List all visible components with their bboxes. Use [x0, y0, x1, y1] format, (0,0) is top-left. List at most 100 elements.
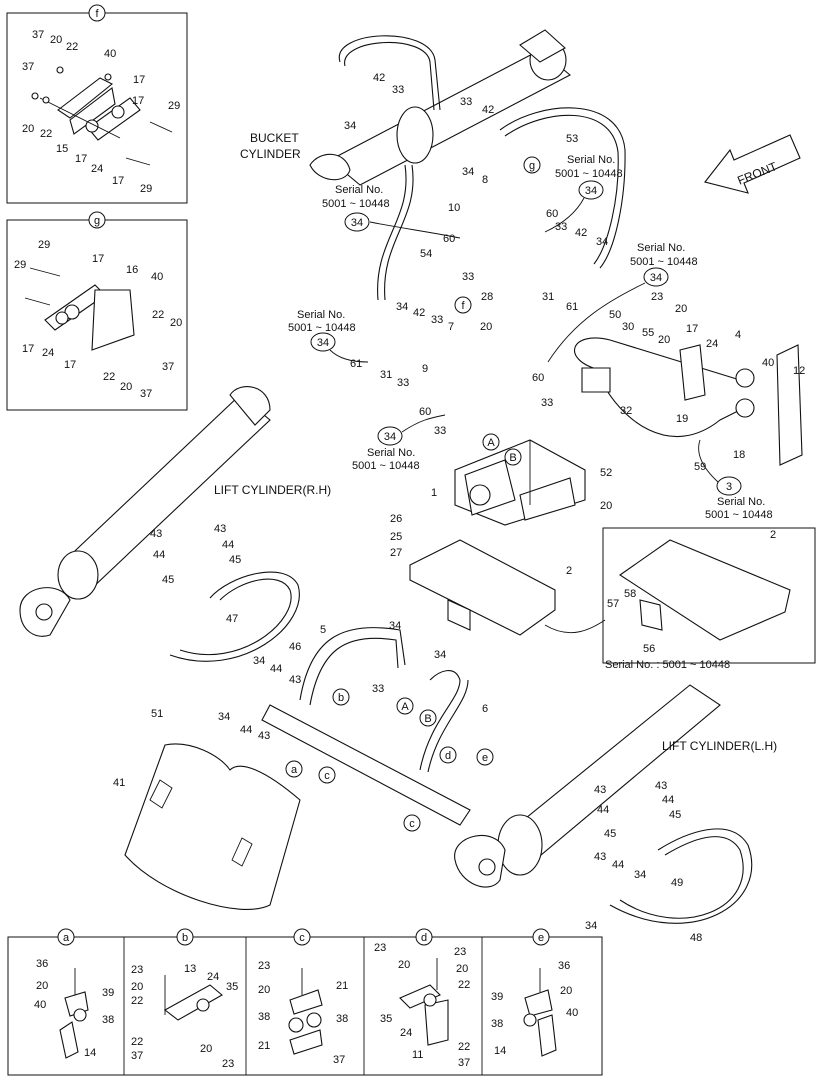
crossbar: [261, 704, 471, 826]
svg-text:20: 20: [600, 500, 612, 512]
svg-text:25: 25: [390, 531, 402, 543]
svg-text:34: 34: [253, 655, 265, 667]
svg-text:36: 36: [36, 958, 48, 970]
svg-text:42: 42: [482, 104, 494, 116]
hose-54: [377, 164, 407, 301]
lift-cylinder-rh: [19, 386, 271, 637]
svg-text:7: 7: [448, 321, 454, 333]
svg-text:21: 21: [258, 1040, 270, 1052]
svg-text:26: 26: [390, 513, 402, 525]
svg-text:17: 17: [686, 323, 698, 335]
svg-text:23: 23: [454, 946, 466, 958]
detail-plate-box: [544, 527, 816, 664]
part-label: 17: [22, 343, 34, 355]
main-control-valve: [454, 439, 586, 526]
svg-text:31: 31: [542, 291, 554, 303]
svg-text:23: 23: [222, 1058, 234, 1070]
svg-text:22: 22: [458, 979, 470, 991]
svg-text:44: 44: [240, 724, 252, 736]
svg-text:34: 34: [634, 869, 646, 881]
svg-text:52: 52: [600, 467, 612, 479]
svg-text:1: 1: [431, 487, 437, 499]
hose: [344, 41, 435, 111]
svg-text:b: b: [338, 692, 344, 704]
svg-text:43: 43: [594, 851, 606, 863]
panel-d: d 23 23 20 20 22 35 24 11 22 37: [374, 928, 470, 1069]
svg-text:39: 39: [491, 991, 503, 1003]
part-label: 29: [140, 183, 152, 195]
part-label: 22: [40, 128, 52, 140]
part-label: 37: [22, 61, 34, 73]
detail-box-g: g 29 29 17 16 40 22 20 37 17 24 17 22 20…: [6, 211, 188, 411]
part-label: 22: [66, 41, 78, 53]
hose-53: [499, 107, 626, 269]
svg-text:38: 38: [336, 1013, 348, 1025]
part-label: 17: [64, 359, 76, 371]
svg-text:39: 39: [102, 987, 114, 999]
part-label: 29: [38, 239, 50, 251]
svg-text:34: 34: [585, 185, 597, 197]
svg-text:13: 13: [184, 963, 196, 975]
svg-text:20: 20: [675, 303, 687, 315]
svg-text:10: 10: [448, 202, 460, 214]
svg-text:46: 46: [289, 641, 301, 653]
svg-text:A: A: [487, 437, 495, 449]
panel-c: c 23 20 21 38 38 21 37: [258, 928, 348, 1066]
svg-text:18: 18: [733, 449, 745, 461]
svg-text:42: 42: [413, 307, 425, 319]
svg-text:38: 38: [102, 1014, 114, 1026]
svg-text:20: 20: [480, 321, 492, 333]
svg-text:2: 2: [566, 565, 572, 577]
svg-text:57: 57: [607, 598, 619, 610]
svg-text:24: 24: [706, 338, 718, 350]
part-label: 20: [50, 34, 62, 46]
bucket-cylinder-title-2: CYLINDER: [240, 147, 301, 161]
part-label: 37: [140, 388, 152, 400]
svg-text:45: 45: [162, 574, 174, 586]
svg-text:33: 33: [434, 425, 446, 437]
svg-text:27: 27: [390, 547, 402, 559]
svg-text:38: 38: [491, 1018, 503, 1030]
part-label: 37: [162, 361, 174, 373]
part-label: 22: [152, 309, 164, 321]
hose-53: [504, 114, 619, 265]
svg-text:34: 34: [462, 166, 474, 178]
svg-text:3: 3: [726, 481, 732, 493]
part-label: 22: [103, 371, 115, 383]
svg-text:2: 2: [770, 529, 776, 541]
svg-text:50: 50: [609, 309, 621, 321]
svg-text:54: 54: [420, 248, 432, 260]
serial-note-6: 3 Serial No. 5001 ~ 10448: [698, 439, 773, 521]
svg-text:32: 32: [620, 405, 632, 417]
callout-a: a: [285, 760, 303, 778]
svg-text:a: a: [291, 764, 298, 776]
svg-text:33: 33: [431, 314, 443, 326]
svg-text:31: 31: [380, 369, 392, 381]
bucket-cylinder-title: BUCKET: [250, 131, 299, 145]
serial-note-3: Serial No. 5001 ~ 10448 34: [547, 242, 698, 363]
mount-plate: [409, 539, 556, 636]
svg-text:53: 53: [566, 133, 578, 145]
svg-text:c: c: [299, 932, 305, 944]
part-label: 16: [126, 264, 138, 276]
svg-text:c: c: [409, 818, 415, 830]
svg-text:60: 60: [443, 233, 455, 245]
svg-text:22: 22: [458, 1041, 470, 1053]
svg-text:44: 44: [662, 794, 674, 806]
svg-text:35: 35: [226, 981, 238, 993]
svg-text:Serial No.: Serial No.: [717, 496, 765, 508]
svg-text:a: a: [63, 932, 70, 944]
serial-note-5: 34 Serial No. 5001 ~ 10448: [352, 414, 446, 472]
lift-lh-title: LIFT CYLINDER(L.H): [662, 739, 777, 753]
part-label: 37: [32, 29, 44, 41]
svg-text:20: 20: [560, 985, 572, 997]
callout-c: c: [318, 766, 336, 784]
callout-B-2: B: [419, 709, 437, 727]
part-label: 24: [42, 347, 54, 359]
svg-text:5: 5: [320, 624, 326, 636]
callout-f: f: [454, 296, 472, 314]
svg-text:19: 19: [676, 413, 688, 425]
callout-g: g: [523, 156, 541, 174]
pipe-6: [427, 679, 469, 773]
svg-text:44: 44: [270, 663, 282, 675]
